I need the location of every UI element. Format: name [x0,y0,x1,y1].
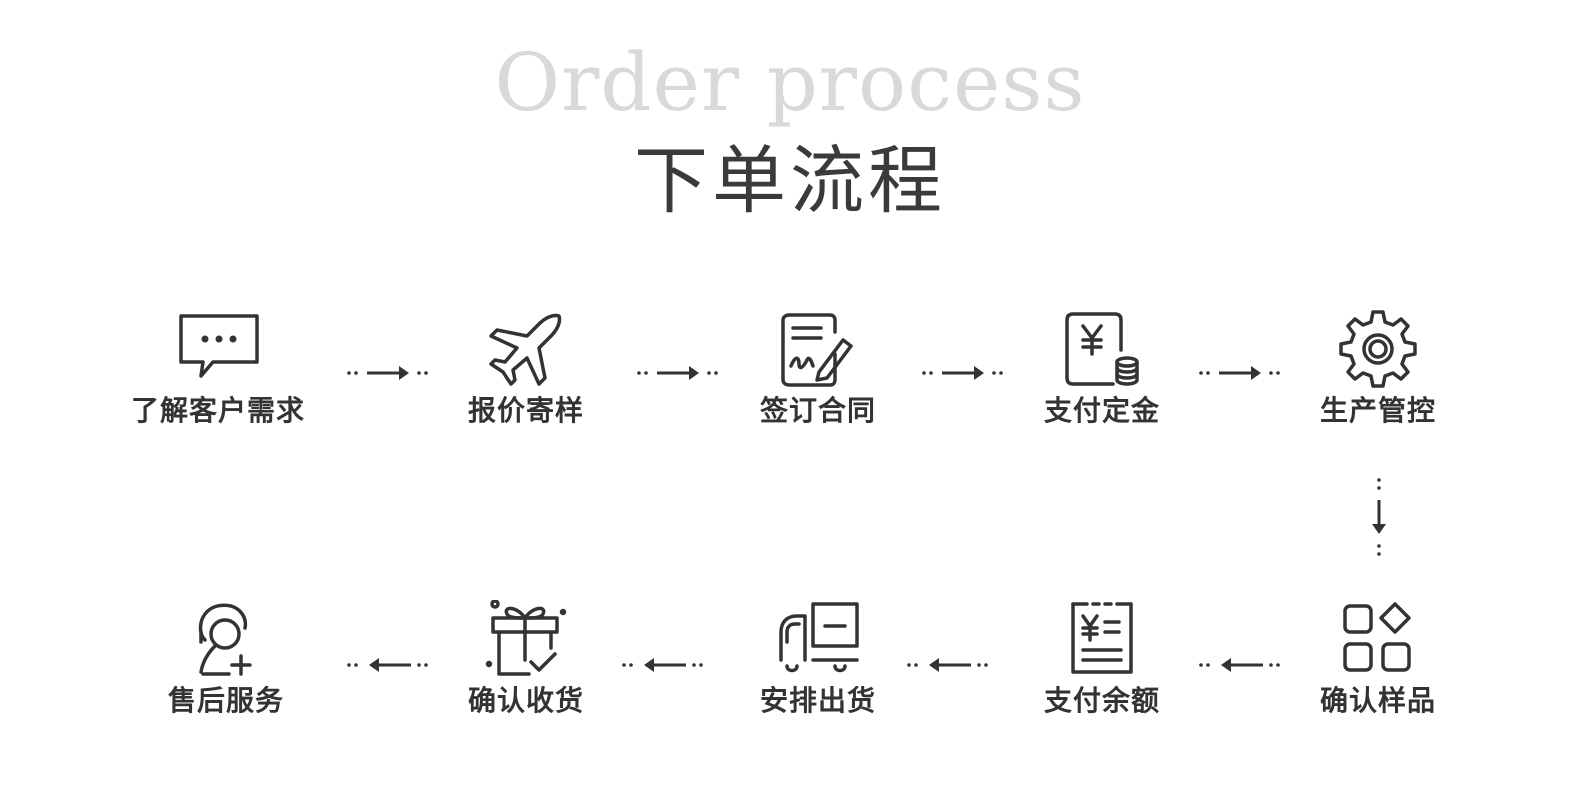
title-chinese: 下单流程 [634,138,946,224]
title-english: Order process [494,36,1086,129]
step-label: 报价寄样 [467,394,584,427]
step-label: 支付余额 [1043,684,1160,717]
flow-arrow-left [620,655,710,675]
flow-arrow-right [1197,363,1287,383]
step-label: 签订合同 [759,394,876,427]
step-label: 确认样品 [1319,684,1436,717]
step-label: 支付定金 [1043,394,1160,427]
flow-arrow-left [1197,655,1287,675]
sample-grid-icon [1333,600,1423,680]
contract-sign-icon [773,310,863,390]
airplane-icon [481,310,571,390]
deposit-payment-icon [1057,310,1147,390]
flow-arrow-right [345,363,435,383]
flow-arrow-right [920,363,1010,383]
flow-arrow-right [635,363,725,383]
flow-arrow-left [345,655,435,675]
step-label: 售后服务 [167,684,284,717]
step-label: 确认收货 [467,684,584,717]
gift-box-icon [481,600,571,680]
customer-service-icon [181,600,271,680]
balance-receipt-icon [1057,600,1147,680]
flow-arrow-left [905,655,995,675]
step-label: 生产管控 [1319,394,1436,427]
delivery-truck-icon [773,600,863,680]
chat-bubble-icon [173,310,263,390]
step-label: 了解客户需求 [130,394,305,427]
gear-icon [1333,310,1423,390]
flow-arrow-down [1369,476,1389,560]
step-label: 安排出货 [759,684,876,717]
